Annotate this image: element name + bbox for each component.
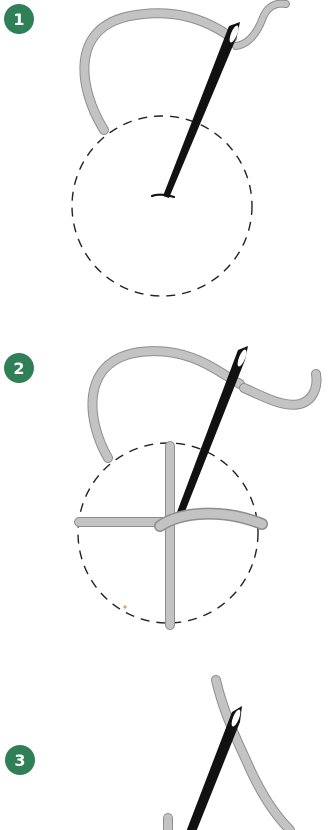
step-1-badge: 1 (4, 4, 34, 34)
step-1-needle (152, 22, 240, 198)
step-2-crossing-thread (160, 514, 262, 526)
step-3-needle (186, 706, 242, 830)
step-2-badge: 2 (4, 353, 34, 383)
step-1-number: 1 (13, 10, 24, 29)
step-2: 2 (4, 346, 316, 625)
step-3-thread (216, 680, 290, 830)
step-1-thread (84, 4, 286, 130)
step-2-number: 2 (13, 359, 24, 378)
step-3-number: 3 (14, 751, 25, 770)
step-3-badge: 3 (5, 745, 35, 775)
step-1: 1 (4, 4, 286, 296)
step-3: 3 (5, 680, 290, 830)
step-1-guide-circle (72, 116, 252, 296)
step-2-speck (123, 605, 126, 608)
